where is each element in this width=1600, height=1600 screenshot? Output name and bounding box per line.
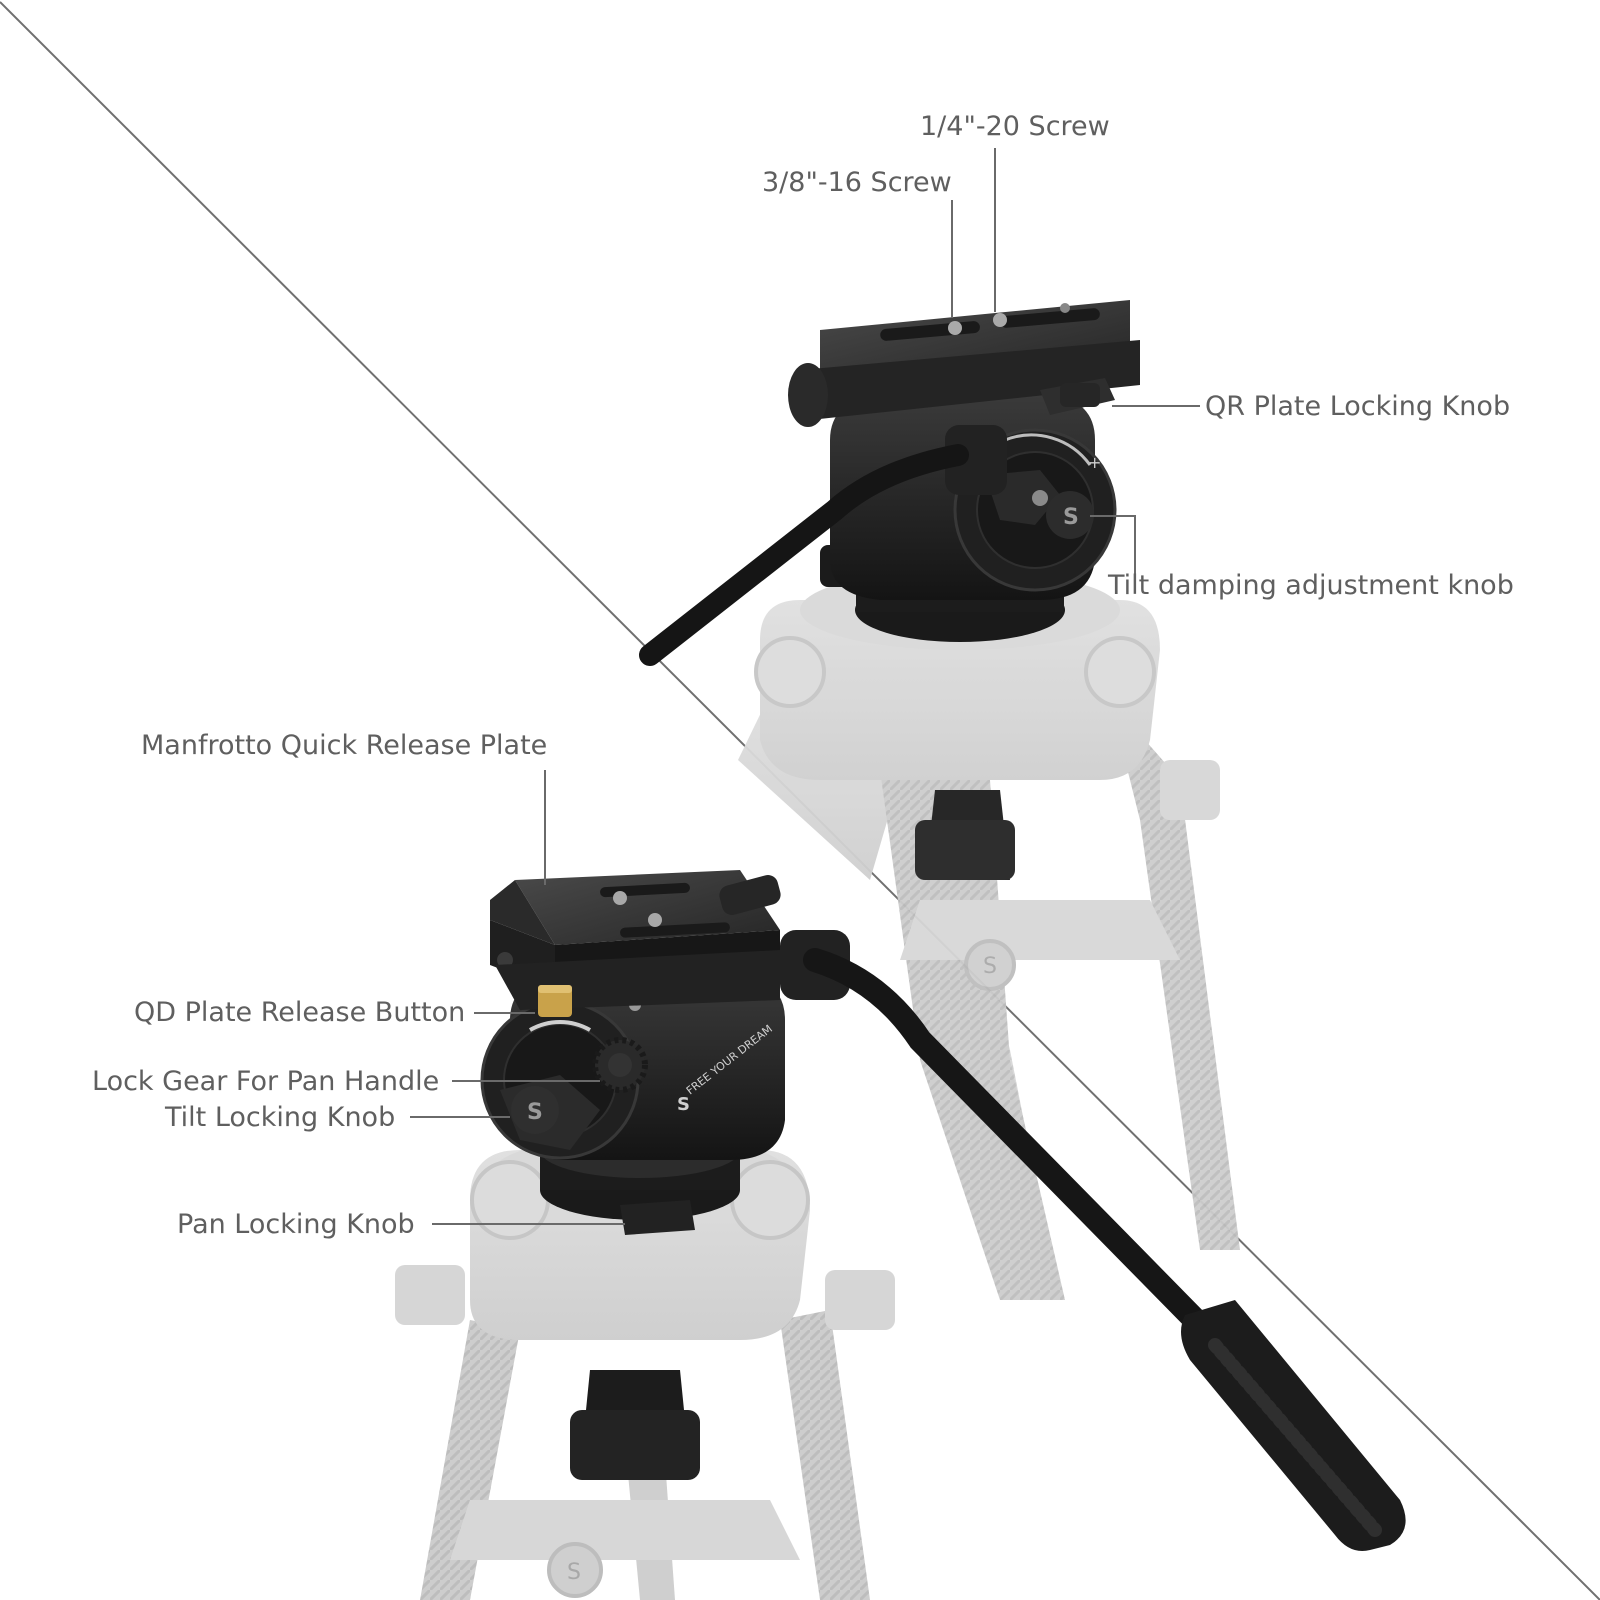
label-screw-quarter: 1/4"-20 Screw <box>920 111 1110 142</box>
fluid-head-lower: S FREE YOUR DREAM S <box>480 870 850 1235</box>
svg-text:S: S <box>983 954 997 979</box>
label-lock-gear-pan-handle: Lock Gear For Pan Handle <box>92 1066 440 1097</box>
svg-text:S: S <box>1063 505 1079 530</box>
leader-tilt-damping <box>1090 515 1136 575</box>
label-pan-locking-knob: Pan Locking Knob <box>177 1209 415 1240</box>
tripod-ghost-upper: S <box>738 570 1240 1300</box>
label-tilt-damping-knob: Tilt damping adjustment knob <box>1108 570 1514 601</box>
svg-text:S: S <box>527 1100 543 1125</box>
leader-lines <box>410 148 1200 1225</box>
fluid-head-upper: + S <box>788 300 1140 642</box>
label-qd-release-button: QD Plate Release Button <box>134 997 466 1028</box>
svg-text:S: S <box>567 1560 581 1585</box>
pan-handle-icon <box>803 948 1406 1551</box>
label-screw-three-eighths: 3/8"-16 Screw <box>762 167 952 198</box>
pan-handle-upper <box>639 444 969 666</box>
svg-text:+: + <box>1088 453 1101 472</box>
svg-text:S: S <box>677 1094 690 1115</box>
label-qr-plate-locking-knob: QR Plate Locking Knob <box>1205 391 1511 422</box>
label-manfrotto-plate: Manfrotto Quick Release Plate <box>141 730 548 761</box>
label-tilt-locking-knob: Tilt Locking Knob <box>165 1102 396 1133</box>
